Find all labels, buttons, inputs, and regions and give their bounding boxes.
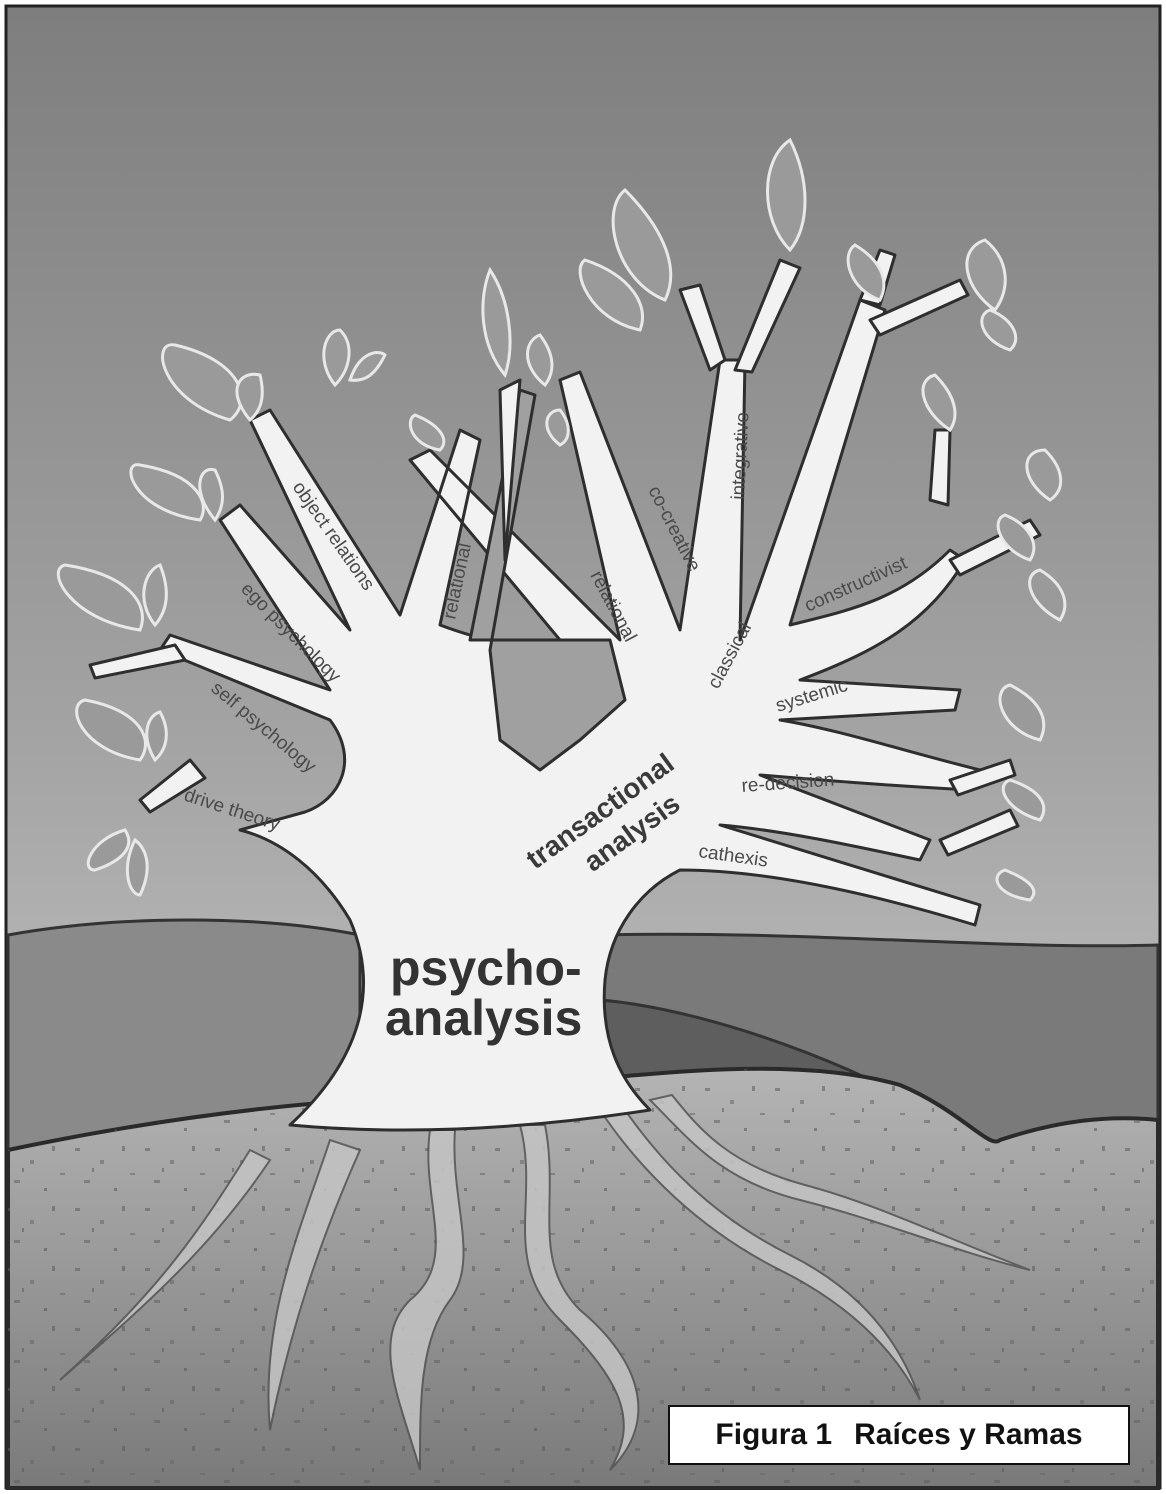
caption-number: Figura 1 [715, 1418, 832, 1452]
label-psycho: psycho- [390, 940, 582, 996]
caption-title: Raíces y Ramas [854, 1418, 1083, 1452]
figure-caption: Figura 1 Raíces y Ramas [668, 1405, 1130, 1465]
label-analysis: analysis [385, 990, 582, 1046]
